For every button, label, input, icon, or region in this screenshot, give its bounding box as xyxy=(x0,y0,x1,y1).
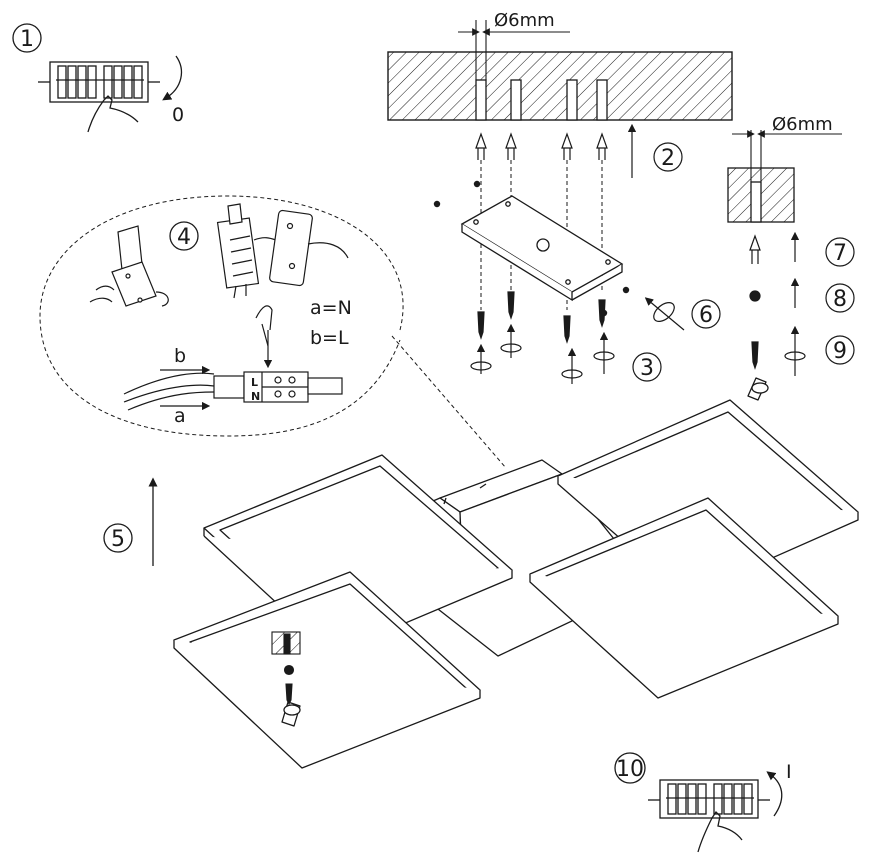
lamp-frame-1 xyxy=(203,454,513,655)
step-9-number: 9 xyxy=(833,339,847,364)
step-2-number: 2 xyxy=(661,146,675,171)
rotate-arrow-icon xyxy=(784,351,806,361)
mounting-bracket xyxy=(460,195,624,302)
step-1-breaker-off xyxy=(12,23,183,133)
lamp-side-mount-right xyxy=(747,377,769,401)
switch-off-label: 0 xyxy=(172,104,184,126)
breaker-panel-icon xyxy=(659,779,759,819)
lamp-frame-4 xyxy=(529,497,839,699)
ceiling-block-right xyxy=(727,130,842,223)
legend-b: b=L xyxy=(310,327,349,349)
screw-icon xyxy=(751,341,759,370)
legend-a: a=N xyxy=(310,297,352,319)
hand-icon xyxy=(87,95,139,133)
nut-icon xyxy=(749,290,761,302)
screw-icon xyxy=(477,291,606,344)
switch-up-arrow-icon xyxy=(766,771,783,817)
step-8-number: 8 xyxy=(833,287,847,312)
lamp-side-mount-left xyxy=(281,701,301,727)
wall-plug-icon xyxy=(749,234,761,264)
terminal-n-label: N xyxy=(251,390,260,403)
lamp-frame-2 xyxy=(173,571,481,769)
ceiling-block xyxy=(387,20,733,121)
step-4-wiring-bubble xyxy=(39,195,507,469)
ceiling-lamp xyxy=(173,377,859,769)
bubble-pointer xyxy=(391,335,507,469)
wire-b-label: b xyxy=(174,345,186,367)
drill-dimension-top xyxy=(458,20,570,80)
terminal-l-label: L xyxy=(251,376,258,389)
junction-box-drawings xyxy=(89,203,349,369)
breaker-switches-icon xyxy=(56,65,144,99)
step-1-circle xyxy=(12,23,42,53)
step-4-number: 4 xyxy=(177,225,191,250)
step-5-lift xyxy=(103,477,158,566)
left-mount-detail xyxy=(271,631,301,706)
step-3-screws xyxy=(470,291,662,384)
step-7-number: 7 xyxy=(833,241,847,266)
switch-on-label: I xyxy=(786,761,792,783)
step-6-rotate xyxy=(644,297,721,331)
step-5-number: 5 xyxy=(111,527,125,552)
rotate-arrow-icon xyxy=(470,323,615,384)
drill-diameter-right: Ø6mm xyxy=(772,114,833,135)
step-10-number: 10 xyxy=(616,757,644,782)
breaker-panel-icon xyxy=(49,61,149,103)
wall-plug-icon xyxy=(475,132,608,160)
terminal-block-icon xyxy=(216,217,260,289)
cover-plate-icon xyxy=(269,209,313,287)
drill-diameter-top: Ø6mm xyxy=(494,10,555,31)
connector-wiring xyxy=(123,365,343,411)
wire-a-label: a xyxy=(174,405,186,427)
drilled-holes xyxy=(475,79,608,121)
switch-down-arrow-icon xyxy=(162,55,183,101)
step-10-breaker-on xyxy=(614,752,783,853)
steps-7-8-9 xyxy=(749,231,855,376)
step-6-number: 6 xyxy=(699,303,713,328)
hand-icon xyxy=(255,305,273,347)
step-3-number: 3 xyxy=(640,356,654,381)
step-2-wall-plugs xyxy=(475,123,683,178)
step-1-number: 1 xyxy=(20,27,34,52)
hand-icon xyxy=(697,810,743,853)
